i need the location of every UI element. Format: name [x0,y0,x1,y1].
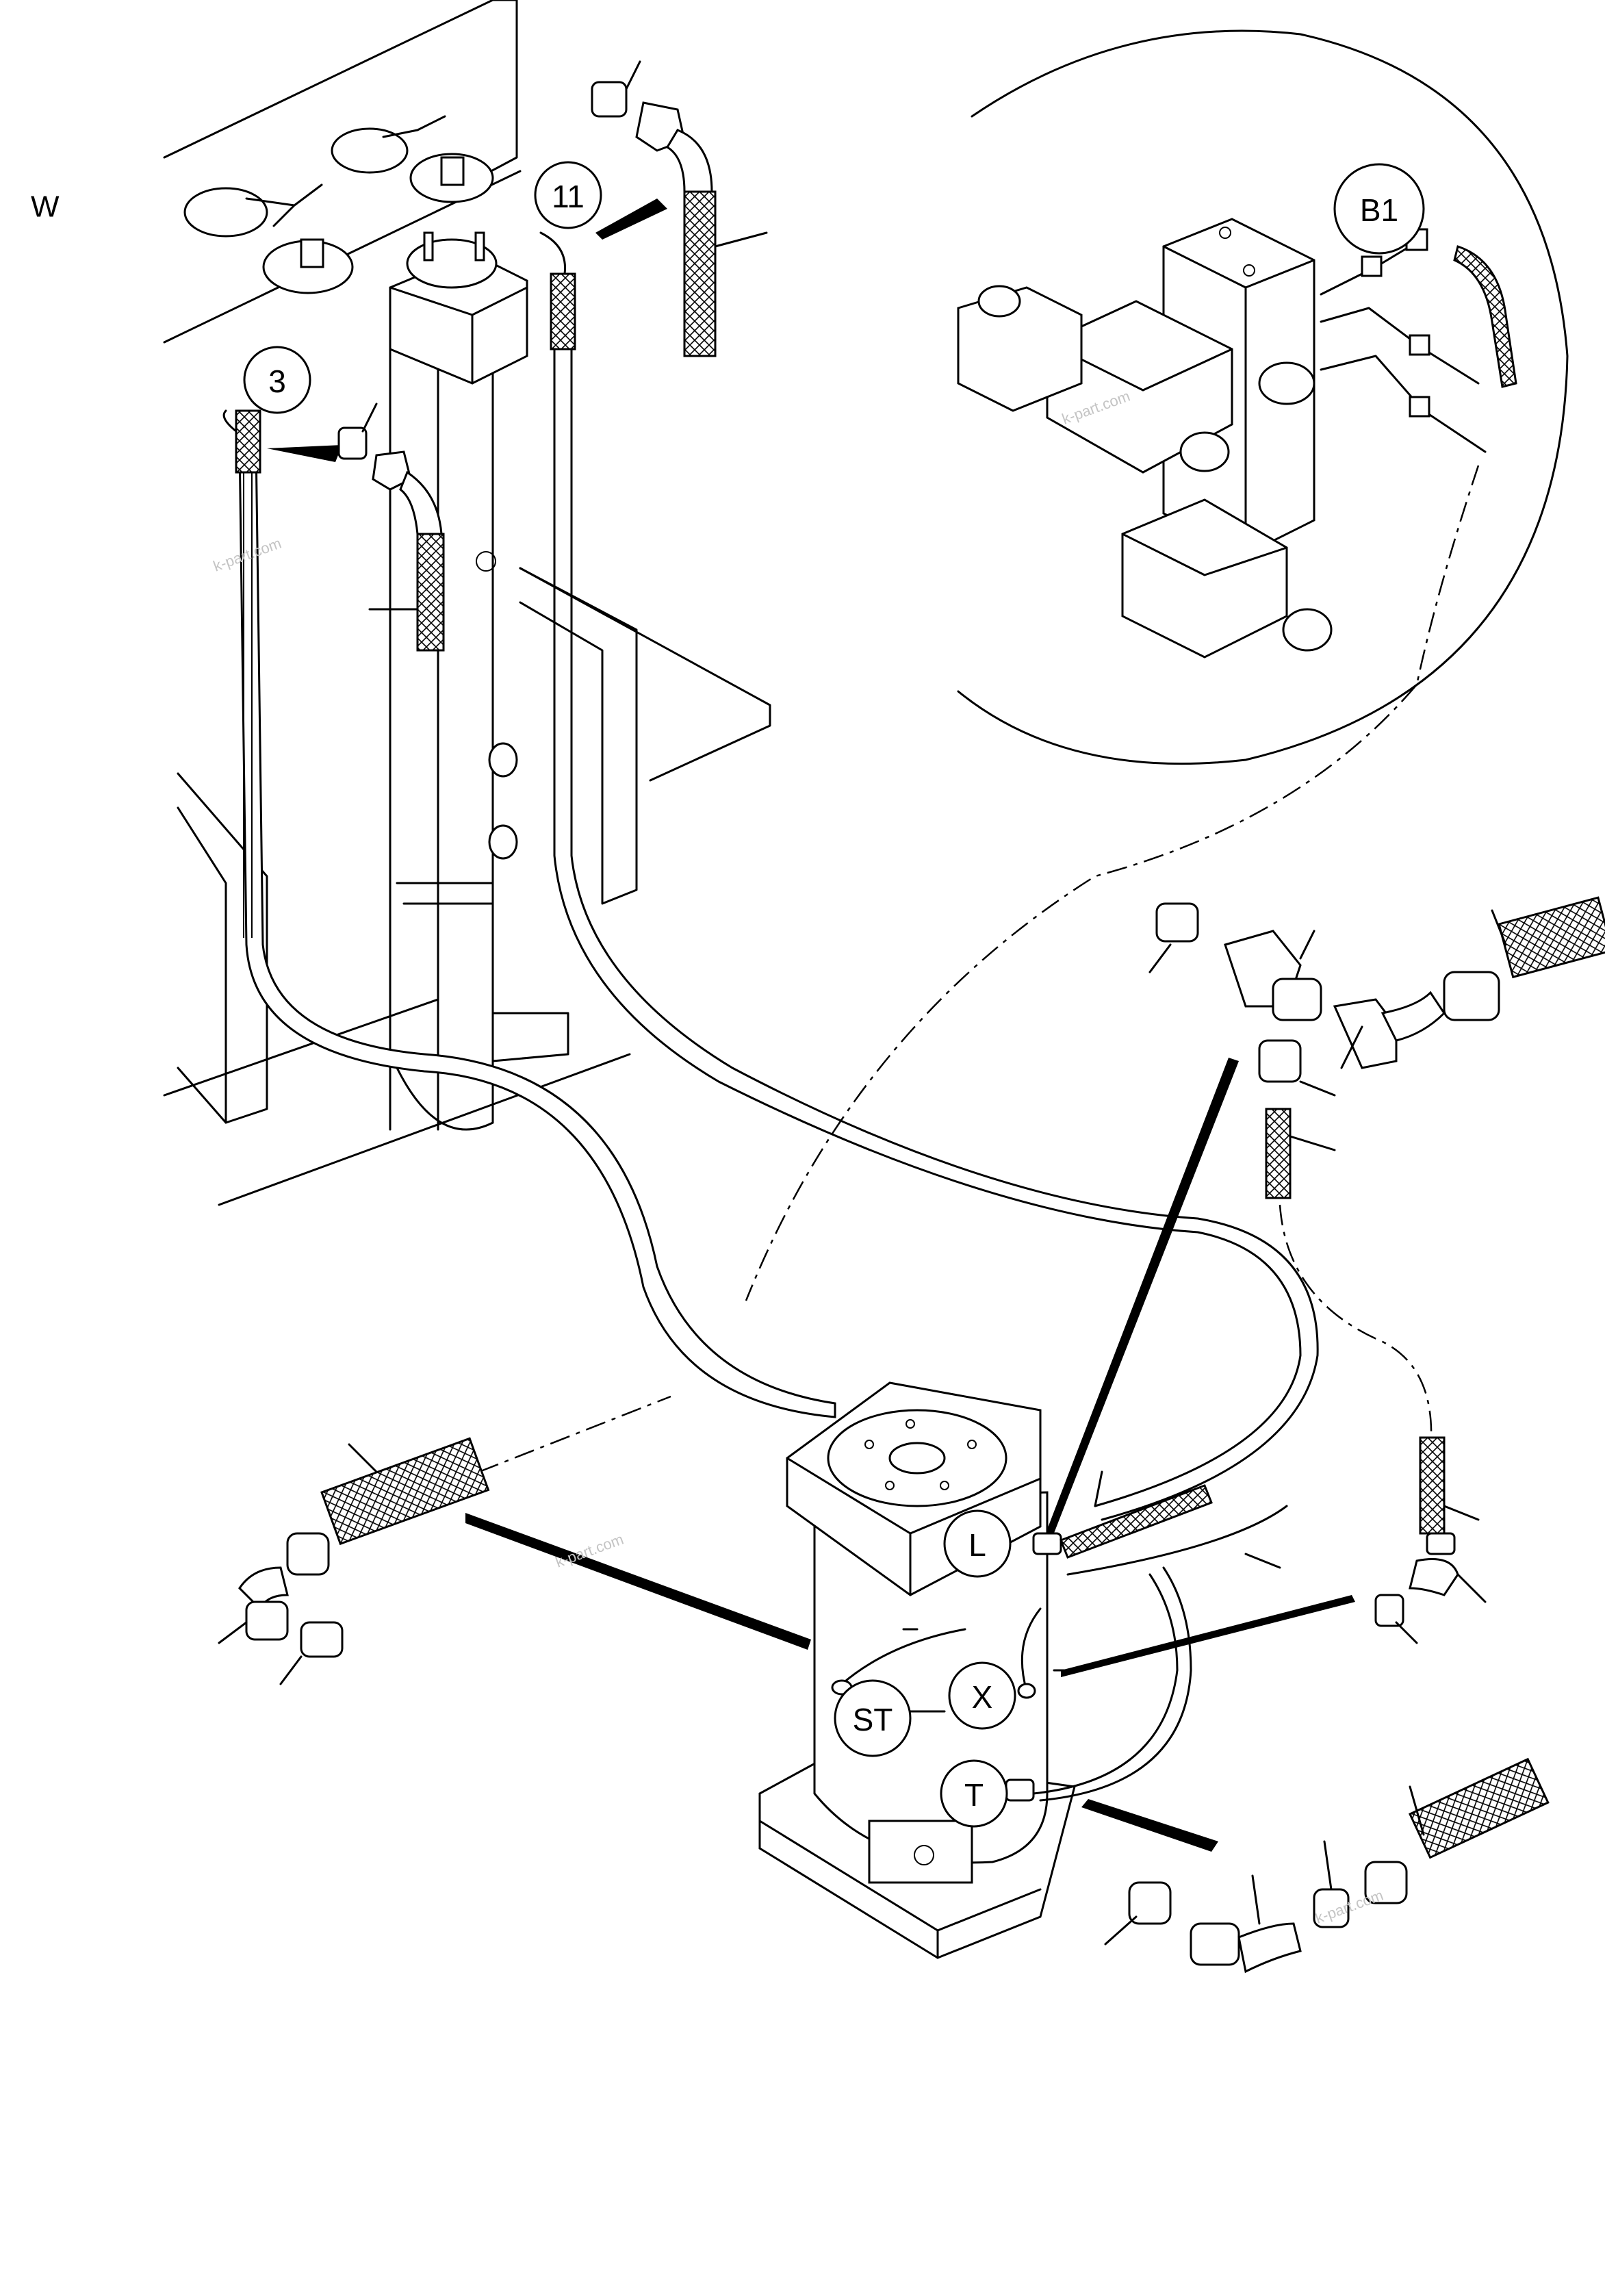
callout-x-label: X [972,1679,993,1715]
right-hose-fittings [1061,1436,1487,1677]
tee-fitting-group [1040,896,1605,1551]
hydraulic-swivel-joint [758,1381,1288,1959]
hose-fitting-top [591,60,768,357]
callout-11: 11 [534,161,667,240]
callout-st: ST [834,1679,912,1757]
callout-b1: B1 [1333,163,1425,255]
callout-b1-label: B1 [1360,192,1398,228]
callout-l: L [943,1509,1012,1578]
hose-fitting-left [267,403,445,652]
callout-st-label: ST [853,1702,893,1737]
view-label: W [31,190,60,224]
support-column [389,231,569,1131]
hose-11 [539,231,1319,1521]
callout-3: 3 [243,346,311,414]
callout-3-label: 3 [268,363,286,399]
callout-x: X [948,1661,1016,1730]
callout-l-label: L [968,1527,986,1563]
callout-t-label: T [964,1777,984,1813]
rotor-discs [183,115,494,294]
detail-circle-b1 [745,29,1569,1301]
hose-3 [222,409,836,1418]
callout-t: T [940,1759,1008,1828]
callout-11-label: 11 [552,179,585,214]
left-bottom-fittings [218,1395,811,1685]
bottom-right-fittings [1081,1757,1550,1974]
